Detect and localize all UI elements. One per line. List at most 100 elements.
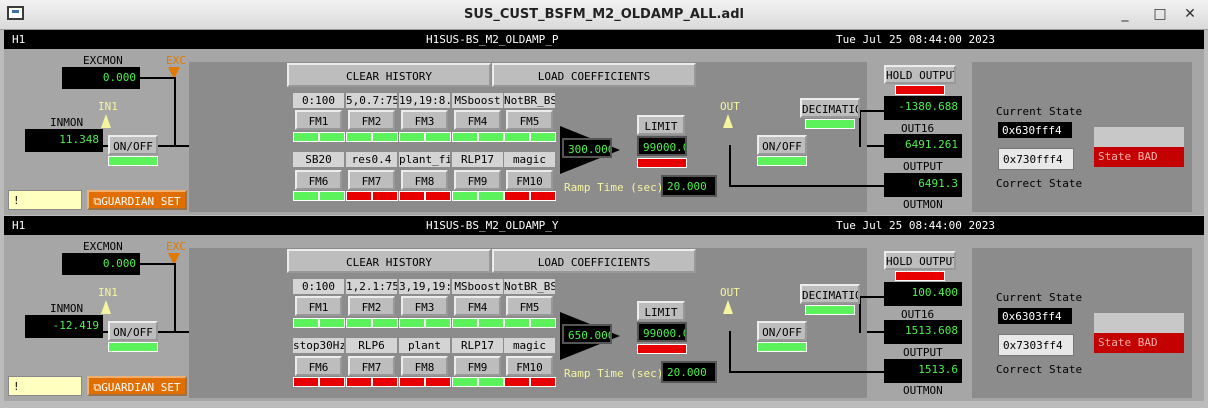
input-onoff-button[interactable]: ON/OFF: [108, 135, 158, 155]
filter-module-name: magic: [504, 338, 555, 353]
filter-module-led: [372, 191, 398, 201]
ramp-time-input[interactable]: 20.000: [661, 175, 717, 197]
ramp-time-label: Ramp Time (sec):: [564, 181, 670, 194]
filter-module-led: [478, 191, 504, 201]
filter-module-name: RLP17: [452, 152, 503, 167]
filter-module-led: [293, 377, 319, 387]
correct-state-input[interactable]: 0x730fff4: [998, 148, 1074, 170]
guardian-set-button[interactable]: ⧉GUARDIAN SET: [87, 190, 187, 210]
outmon-label: OUTMON: [903, 384, 943, 397]
filter-panel-yaw: H1 H1SUS-BS_M2_OLDAMP_Y Tue Jul 25 08:44…: [4, 216, 1204, 401]
filter-module-led: [452, 377, 478, 387]
input-onoff-button[interactable]: ON/OFF: [108, 321, 158, 341]
filter-module-name: plant_fit: [399, 152, 450, 167]
filter-module-button[interactable]: FM2: [348, 110, 395, 130]
current-state-readout: 0x6303ff4: [998, 308, 1072, 324]
filter-module-name: 1,2.1:75: [346, 279, 397, 294]
excmon-readout: 0.000: [62, 253, 140, 275]
load-coefficients-button[interactable]: LOAD COEFFICIENTS: [492, 63, 696, 87]
filter-module-button[interactable]: FM6: [295, 170, 342, 190]
decimation-button[interactable]: DECIMATION: [800, 98, 860, 118]
output-onoff-led: [757, 342, 807, 352]
exc-wire: [174, 264, 176, 331]
outmon-wire-v: [729, 145, 731, 186]
guardian-icon: ⧉: [93, 381, 102, 394]
out16-wire: [859, 296, 884, 298]
limit-button[interactable]: LIMIT: [637, 115, 685, 135]
maximize-icon[interactable]: □: [1153, 6, 1167, 22]
minimize-icon[interactable]: _: [1121, 6, 1129, 22]
output-onoff-button[interactable]: ON/OFF: [757, 135, 807, 155]
in1-arrow-icon: [101, 114, 111, 128]
out16-wire: [859, 110, 884, 112]
window-title: SUS_CUST_BSFM_M2_OLDAMP_ALL.adl: [464, 7, 744, 22]
filter-module-button[interactable]: FM1: [295, 110, 342, 130]
state-status: State BAD: [1094, 333, 1184, 353]
filter-module-button[interactable]: FM10: [506, 170, 553, 190]
correct-state-input[interactable]: 0x7303ff4: [998, 334, 1074, 356]
clear-history-button[interactable]: CLEAR HISTORY: [287, 63, 491, 87]
filter-module-name: MSboost: [452, 93, 503, 108]
outmon-readout: 6491.3: [884, 173, 962, 197]
guardian-set-label: GUARDIAN SET: [101, 381, 181, 394]
filter-module-button[interactable]: FM9: [454, 170, 501, 190]
gain-input[interactable]: 300.000: [562, 138, 612, 158]
outmon-readout: 1513.6: [884, 359, 962, 383]
filter-module-led: [293, 191, 319, 201]
filter-module-button[interactable]: FM8: [401, 356, 448, 376]
limit-input[interactable]: 99000.0: [637, 322, 687, 342]
exc-arrow-icon: [168, 253, 180, 265]
filter-module-button[interactable]: FM4: [454, 296, 501, 316]
excmon-label: EXCMON: [83, 240, 123, 253]
filter-module-button[interactable]: FM5: [506, 296, 553, 316]
close-icon[interactable]: ✕: [1184, 6, 1196, 22]
filter-module-button[interactable]: FM10: [506, 356, 553, 376]
excmon-wire: [140, 77, 176, 79]
filter-module-button[interactable]: FM8: [401, 170, 448, 190]
decimation-button[interactable]: DECIMATION: [800, 284, 860, 304]
filter-module-led: [293, 132, 319, 142]
load-coefficients-button[interactable]: LOAD COEFFICIENTS: [492, 249, 696, 273]
out16-readout: -1380.688: [884, 96, 962, 120]
filter-module-name: plant: [399, 338, 450, 353]
filter-module-led: [530, 191, 556, 201]
guardian-set-button[interactable]: ⧉GUARDIAN SET: [87, 376, 187, 396]
filter-module-led: [319, 377, 345, 387]
limit-input[interactable]: 99000.0: [637, 136, 687, 156]
excmon-readout: 0.000: [62, 67, 140, 89]
filter-module-name: 5,0.7:75: [346, 93, 397, 108]
hold-output-button[interactable]: HOLD OUTPUT: [884, 65, 956, 84]
hold-output-button[interactable]: HOLD OUTPUT: [884, 251, 956, 270]
filter-module-led: [504, 318, 530, 328]
clear-history-button[interactable]: CLEAR HISTORY: [287, 249, 491, 273]
gain-input[interactable]: 650.000: [562, 324, 612, 344]
filter-module-led: [504, 191, 530, 201]
filter-module-button[interactable]: FM4: [454, 110, 501, 130]
filter-module-led: [372, 132, 398, 142]
filter-module-button[interactable]: FM6: [295, 356, 342, 376]
panel-header: H1 H1SUS-BS_M2_OLDAMP_P Tue Jul 25 08:44…: [4, 30, 1204, 49]
filter-module-name: 3,19,19:10.1: [399, 279, 450, 294]
filter-module-led: [530, 132, 556, 142]
filter-module-led: [399, 318, 425, 328]
outmon-wire-h: [729, 371, 884, 373]
filter-module-button[interactable]: FM7: [348, 170, 395, 190]
ramp-time-input[interactable]: 20.000: [661, 361, 717, 383]
filter-module-button[interactable]: FM9: [454, 356, 501, 376]
filter-module-button[interactable]: FM3: [401, 296, 448, 316]
site-label: H1: [12, 219, 26, 232]
out16-readout: 100.400: [884, 282, 962, 306]
filter-module-button[interactable]: FM3: [401, 110, 448, 130]
filter-module-button[interactable]: FM7: [348, 356, 395, 376]
filter-module-button[interactable]: FM5: [506, 110, 553, 130]
output-onoff-button[interactable]: ON/OFF: [757, 321, 807, 341]
filter-module-led: [319, 318, 345, 328]
filter-module-name: RLP6: [346, 338, 397, 353]
filter-module-button[interactable]: FM1: [295, 296, 342, 316]
filter-module-led: [478, 318, 504, 328]
site-label: H1: [12, 33, 26, 46]
limit-button[interactable]: LIMIT: [637, 301, 685, 321]
output-onoff-led: [757, 156, 807, 166]
filter-module-button[interactable]: FM2: [348, 296, 395, 316]
exc-label: EXC: [166, 54, 186, 67]
